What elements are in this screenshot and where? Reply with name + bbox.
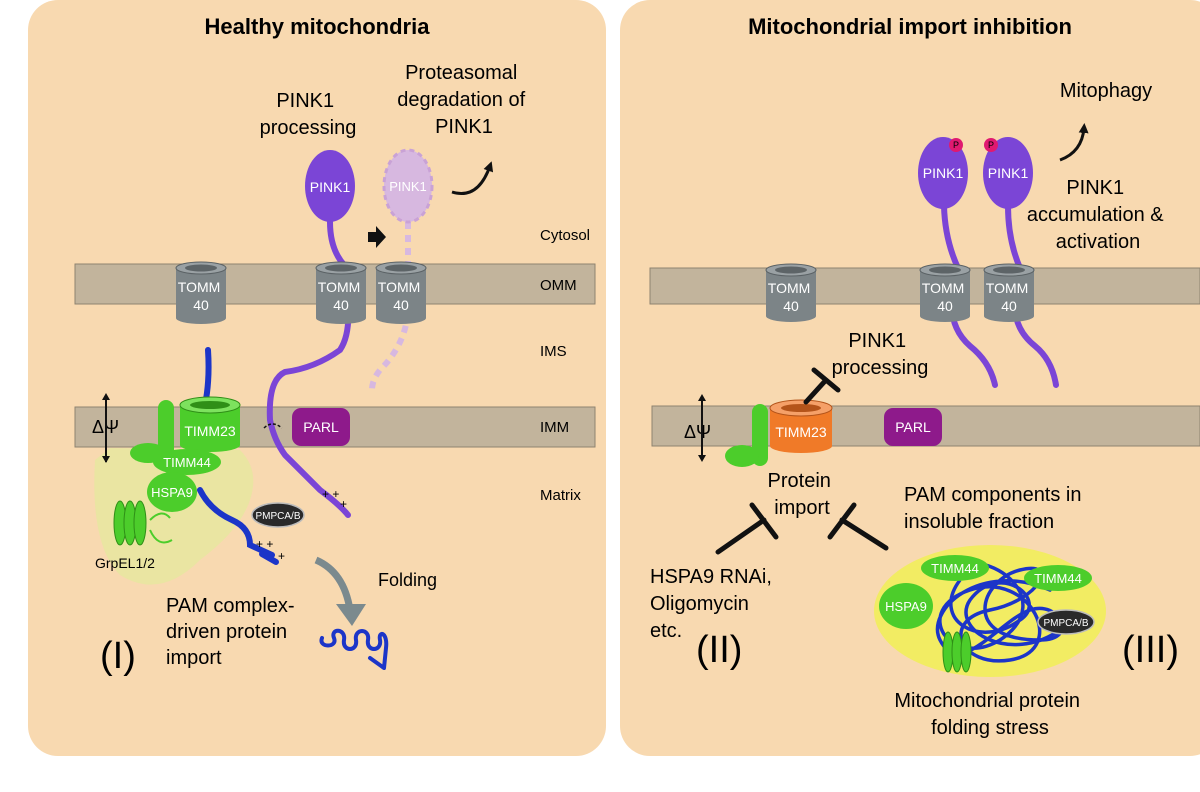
degradation-arrow: [451, 161, 494, 195]
phospho-b-icon: [984, 138, 998, 152]
svg-text:TIMM23: TIMM23: [775, 424, 827, 440]
tomm40-left-a: TOMM 40: [175, 261, 227, 324]
pink1-cleavage-mark: [263, 423, 283, 429]
svg-text:TOMM 40: TOMM 40: [986, 280, 1032, 314]
grpel-label: GrpEL1/2: [95, 555, 155, 571]
pink1-processing-right-label: PINK1 processing: [832, 330, 929, 379]
pmpca-left-label: PMPCA/B: [255, 511, 300, 522]
folding-arrowhead-icon: [336, 604, 366, 626]
release-arrow-icon: [368, 226, 386, 248]
timm44-aggregate-a: [921, 555, 989, 581]
timm44-aggregate-b: [1024, 565, 1092, 591]
folding-arrow: [314, 556, 354, 611]
timm23-right-inhibited: TIMM23: [769, 399, 833, 453]
roman-iii-label: (III): [1122, 629, 1179, 671]
phospho-a-icon: [949, 138, 963, 152]
roman-ii-label: (II): [696, 629, 742, 671]
folded-protein-helix-icon: [319, 628, 389, 670]
inhibitors-label: HSPA9 RNAi, Oligomycin etc.: [650, 566, 777, 642]
svg-text:TOMM 40: TOMM 40: [178, 279, 224, 313]
phospho-b-label: P: [988, 140, 994, 150]
delta-psi-right-arrowheads: [698, 394, 706, 462]
pink1-right-b-label: PINK1: [988, 165, 1029, 181]
timm44-left-label: TIMM44: [163, 455, 211, 470]
pam-import-label: PAM complex- driven protein import: [166, 595, 300, 669]
green-channel-bar: [158, 400, 174, 462]
svg-text:TOMM 40: TOMM 40: [768, 280, 814, 314]
pmpca-left: [251, 502, 305, 528]
hspa9-aggregate: [879, 583, 933, 629]
pink1-right-a-label: PINK1: [923, 165, 964, 181]
processing-inhibition-icon: [803, 367, 841, 405]
hspa9-left: [147, 472, 197, 512]
hspa9-aggregate-label: HSPA9: [885, 599, 927, 614]
timm44-aggregate-a-label: TIMM44: [931, 561, 979, 576]
svg-text:TIMM23: TIMM23: [184, 423, 236, 439]
folding-stress-label: Mitochondrial protein folding stress: [894, 690, 1085, 739]
timm23-left: TIMM23: [179, 396, 241, 452]
roman-i-label: (I): [100, 635, 136, 677]
pink1-right-a-icon: [918, 137, 968, 209]
right-panel: Mitochondrial import inhibition Mitophag…: [620, 0, 1200, 756]
timm44-aggregate-b-label: TIMM44: [1034, 571, 1082, 586]
pmpca-aggregate: [1037, 609, 1095, 635]
grpel-icon: [113, 500, 147, 546]
parl-right-label: PARL: [895, 419, 931, 435]
inhibitor-ii-line: [715, 502, 779, 555]
blue-chain-charges: + +: [256, 537, 273, 551]
mitophagy-label: Mitophagy: [1060, 80, 1152, 102]
pink1-icon: [305, 150, 355, 222]
left-panel: Healthy mitochondria Cytosol OMM IMS IMM…: [28, 0, 606, 756]
svg-text:TOMM 40: TOMM 40: [922, 280, 968, 314]
blue-chain-tail: [259, 551, 279, 565]
green-lateral-domain-right: [725, 445, 759, 467]
delta-psi-right: ΔΨ: [684, 422, 711, 442]
imm-label: IMM: [540, 419, 569, 436]
grpel-aggregate-icon: [942, 631, 972, 673]
pink1-matrix-charges-2: +: [340, 497, 347, 511]
cytosol-label: Cytosol: [540, 227, 590, 244]
tomm40-right-c: TOMM 40: [983, 263, 1035, 322]
pink1-label: PINK1: [310, 179, 351, 195]
pink1-matrix-charges: + +: [322, 487, 339, 501]
parl-right: [884, 408, 942, 446]
parl-left: [292, 408, 350, 446]
folding-label: Folding: [378, 570, 437, 590]
pink1-faded-label: PINK1: [389, 179, 427, 194]
matrix-label: Matrix: [540, 487, 581, 504]
pink1-right-b-icon: [983, 137, 1033, 209]
ims-label: IMS: [540, 343, 567, 360]
delta-psi-left-arrowheads: [102, 393, 110, 463]
tomm40-left-b: TOMM 40: [315, 261, 367, 324]
right-panel-title: Mitochondrial import inhibition: [748, 14, 1072, 39]
phospho-a-label: P: [953, 140, 959, 150]
pam-complex-halo: [94, 448, 254, 585]
protein-import-label: Protein import: [768, 470, 837, 519]
parl-left-label: PARL: [303, 419, 339, 435]
pam-insoluble-label: PAM components in insoluble fraction: [904, 484, 1087, 533]
tangled-chain-2: [949, 578, 1062, 647]
left-panel-title: Healthy mitochondria: [205, 14, 431, 39]
svg-text:TOMM 40: TOMM 40: [378, 279, 424, 313]
pink1-accumulation-label: PINK1 accumulation & activation: [1027, 177, 1169, 253]
tomm40-left-c: TOMM 40: [375, 261, 427, 324]
nucleotide-exchange-cycle-icon: [149, 512, 173, 544]
omm-label: OMM: [540, 277, 577, 294]
mitophagy-arrow: [1059, 123, 1089, 162]
hspa9-left-label: HSPA9: [151, 485, 193, 500]
pink1-processing-label: PINK1 processing: [260, 90, 357, 139]
pink1-faded-icon: [382, 148, 434, 224]
svg-text:TOMM 40: TOMM 40: [318, 279, 364, 313]
tomm40-right-b: TOMM 40: [919, 263, 971, 322]
pmpca-aggregate-label: PMPCA/B: [1043, 618, 1088, 629]
proteasomal-degradation-label: Proteasomal degradation of PINK1: [397, 62, 530, 138]
timm44-left: [153, 449, 221, 475]
blue-chain-charges-2: +: [278, 549, 285, 563]
inhibitor-iii-line: [827, 502, 889, 551]
tomm40-right-a: TOMM 40: [765, 263, 817, 322]
